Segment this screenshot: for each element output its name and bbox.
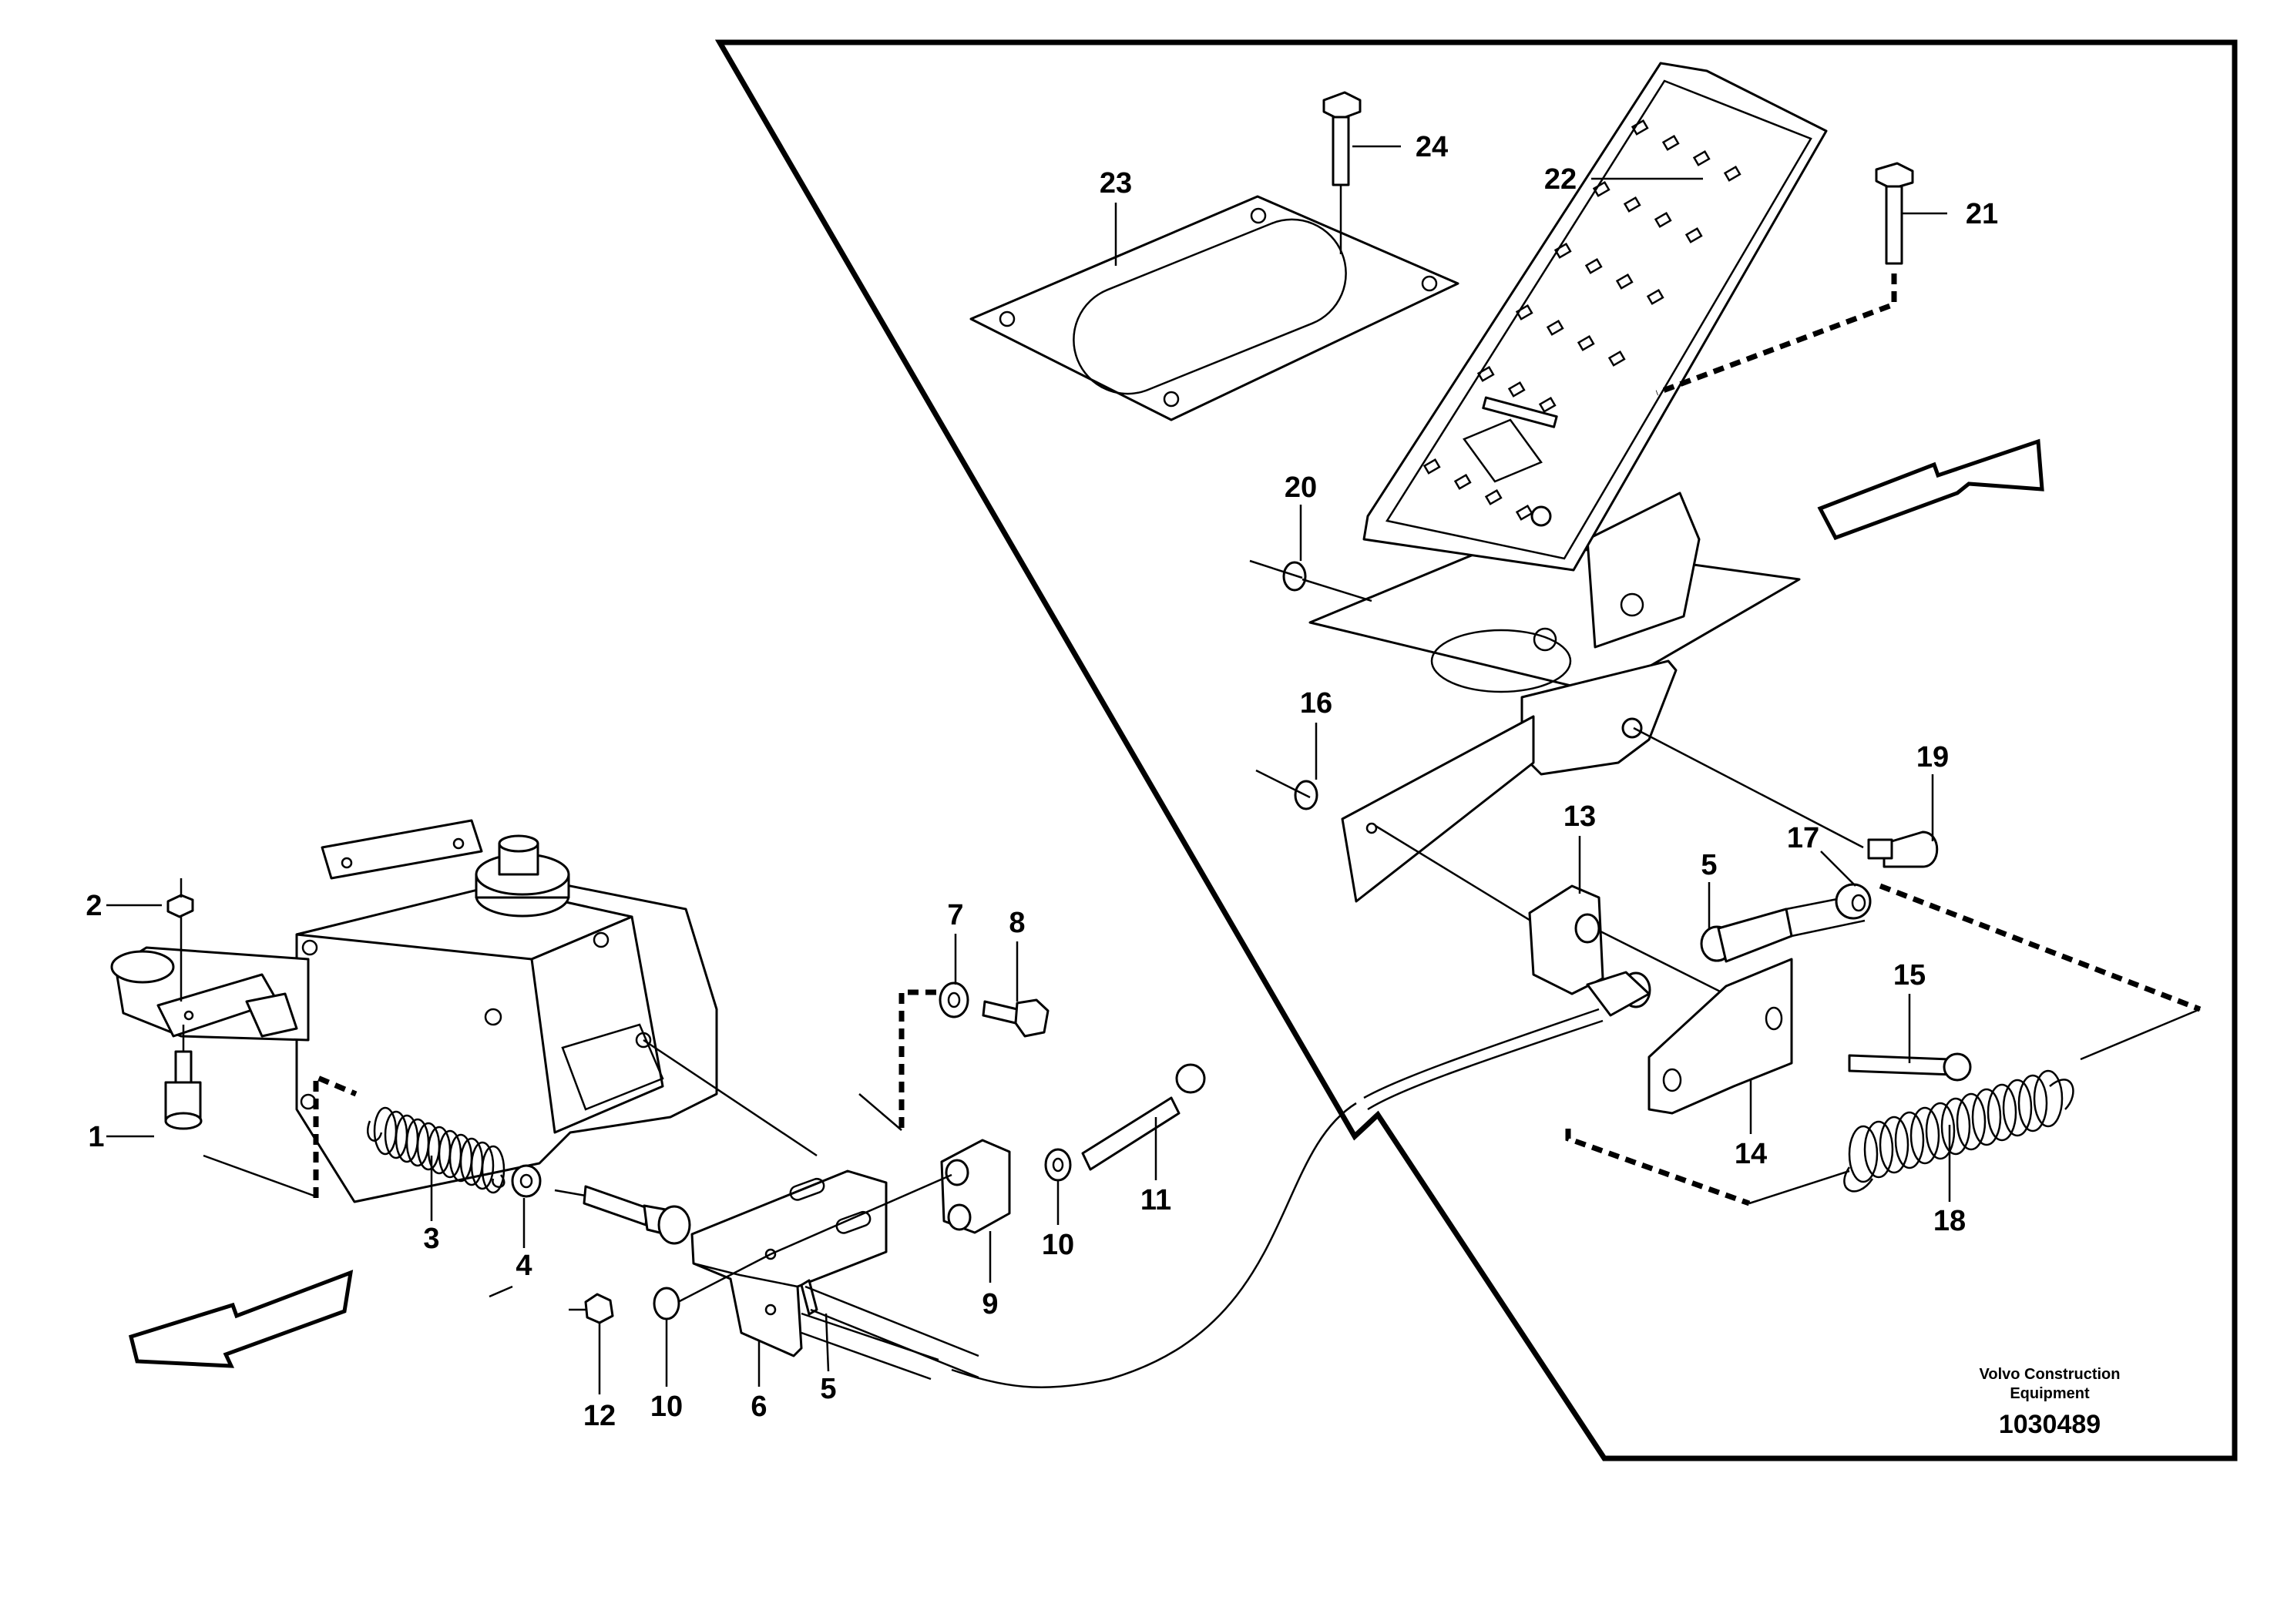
throttle-cable (1363, 1008, 1600, 1099)
bolt-part-8 (982, 998, 1050, 1038)
callout-14: 14 (1735, 1138, 1767, 1170)
leader-lines (106, 145, 1951, 1394)
bolt-part-19 (1633, 726, 1939, 868)
bolt-part-15 (1848, 1052, 1972, 1082)
cable-end-part-5-lower (554, 1185, 691, 1245)
callout-15: 15 (1893, 959, 1926, 992)
pedal-tread-plate (1362, 62, 1828, 572)
callout-16: 16 (1300, 687, 1332, 720)
clamp-part-13 (1528, 884, 1775, 1020)
pedal-mounting-bracket (1341, 715, 1535, 903)
callout-7: 7 (947, 899, 963, 931)
throttle-lever (110, 946, 310, 1042)
pedal-tread-pattern (1422, 119, 1741, 521)
bolt-part-21 (1875, 162, 1914, 265)
drawing-number: 1030489 (1999, 1410, 2101, 1439)
callout-20: 20 (1285, 471, 1317, 504)
bolt-part-11 (1081, 1063, 1206, 1171)
callout-8: 8 (1009, 907, 1025, 939)
callout-labels: 1 2 3 4 5 5 6 7 8 9 10 10 11 12 13 14 15… (86, 131, 1998, 1432)
manufacturer-line1: Volvo Construction (1980, 1366, 2121, 1383)
washer-part-10-lower (653, 1287, 680, 1320)
callout-10-upper: 10 (1042, 1229, 1074, 1261)
callout-4: 4 (516, 1250, 532, 1282)
callout-6: 6 (751, 1391, 767, 1423)
washer-part-4 (511, 1164, 542, 1198)
callout-22: 22 (1544, 163, 1577, 196)
callout-21: 21 (1966, 198, 1998, 230)
callout-11: 11 (1140, 1184, 1171, 1216)
detail-inset-frame (714, 39, 2238, 1461)
washer-part-7 (939, 981, 969, 1018)
drawing-credit-block: Volvo Construction Equipment 1030489 (1980, 1366, 2121, 1439)
callout-23: 23 (1100, 167, 1132, 200)
bolt-part-24 (1322, 91, 1362, 254)
bracket-part-6 (690, 1169, 888, 1357)
washer-part-10-upper (1044, 1148, 1072, 1182)
bracket-part-14 (1647, 958, 1793, 1115)
callout-5-upper: 5 (1701, 849, 1717, 881)
spring-part-18 (1843, 1069, 2074, 1193)
callout-17: 17 (1787, 822, 1819, 854)
clamp-part-9 (940, 1139, 1011, 1234)
callout-10-lower: 10 (650, 1391, 683, 1423)
nut-part-12 (584, 1293, 614, 1324)
callout-19: 19 (1916, 741, 1949, 773)
callout-13: 13 (1563, 800, 1596, 833)
callout-2: 2 (86, 890, 102, 922)
callout-1: 1 (88, 1121, 104, 1153)
callout-18: 18 (1933, 1205, 1966, 1237)
fuel-injection-pump (295, 819, 718, 1203)
manufacturer-line2: Equipment (2010, 1385, 2090, 1402)
nut-part-2 (166, 878, 194, 1002)
spring-part-3 (367, 1106, 505, 1194)
callout-5-lower: 5 (820, 1373, 836, 1405)
callout-12: 12 (583, 1400, 616, 1432)
gasket-part-23 (969, 195, 1459, 421)
direction-arrow-left (129, 1270, 354, 1368)
accelerator-pedal-assembly (1308, 62, 1828, 903)
stop-screw-part-1 (164, 1025, 203, 1130)
callout-9: 9 (982, 1288, 998, 1320)
callout-3: 3 (423, 1223, 439, 1255)
callout-24: 24 (1416, 131, 1448, 163)
cable-end-part-5-upper (1586, 883, 1872, 1017)
direction-arrow-right (1817, 438, 2044, 541)
